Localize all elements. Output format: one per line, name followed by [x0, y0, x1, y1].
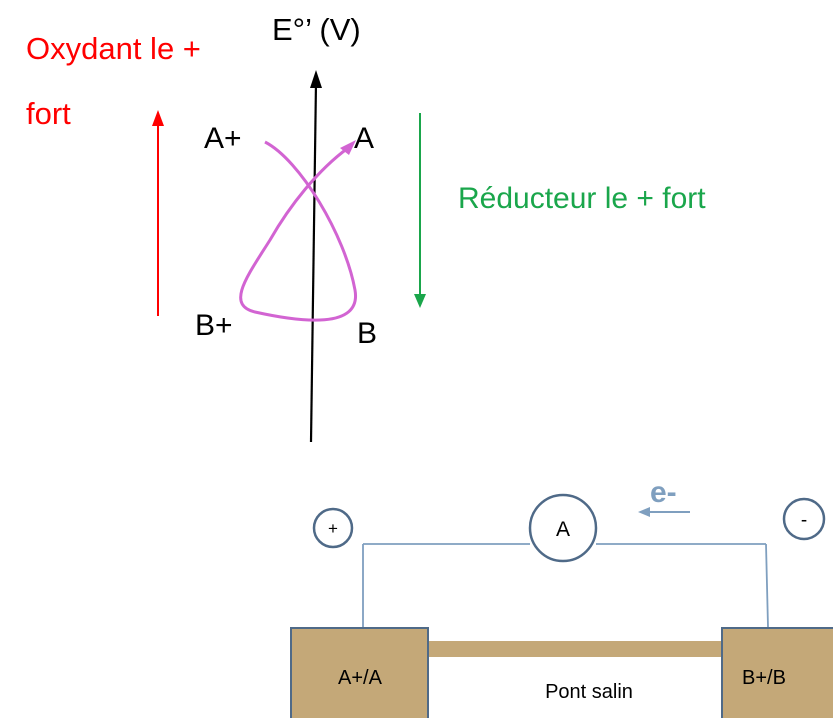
oxidant-label-line2: fort [26, 96, 71, 131]
negative-terminal: - [782, 497, 826, 541]
salt-bridge-label: Pont salin [545, 681, 633, 703]
left-cell-label: A+/A [338, 667, 383, 689]
axis-label: E°’ (V) [272, 12, 361, 47]
couple-b-reductant: B [357, 317, 377, 350]
circuit-wires [362, 543, 769, 628]
couple-a-oxidant: A+ [204, 122, 242, 155]
oxidant-label-line1: Oxydant le + [26, 31, 201, 66]
couple-a-reductant: A [354, 122, 374, 155]
oxidant-arrow [152, 110, 164, 316]
salt-bridge [428, 641, 722, 657]
positive-terminal: + [312, 507, 354, 549]
negative-terminal-label: - [801, 510, 807, 531]
reducer-arrow [414, 113, 426, 308]
right-cell-label: B+/B [742, 667, 786, 689]
potential-axis [309, 70, 322, 443]
left-half-cell: A+/A [290, 627, 429, 718]
reaction-arrowhead [340, 140, 356, 155]
axis-arrowhead [310, 70, 322, 88]
ammeter-label: A [556, 518, 570, 541]
reaction-curve [239, 140, 357, 322]
electron-label: e- [650, 476, 677, 509]
reducer-label: Réducteur le + fort [458, 182, 706, 215]
ammeter: A [528, 493, 598, 563]
electron-flow-arrow [638, 507, 690, 517]
positive-terminal-label: + [328, 519, 338, 538]
right-half-cell: B+/B [721, 627, 833, 718]
couple-b-oxidant: B+ [195, 309, 233, 342]
